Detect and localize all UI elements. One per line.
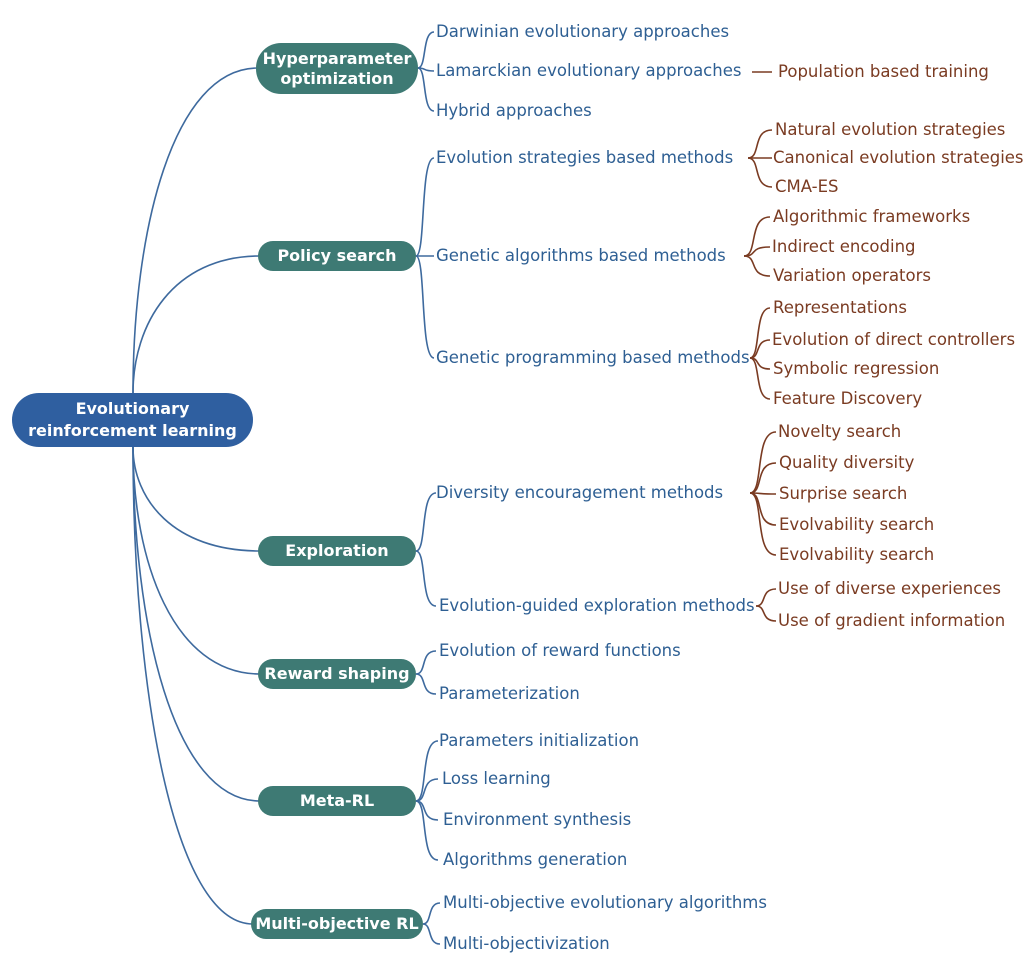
leaf-indirect-encoding: Indirect encoding (772, 237, 916, 256)
leaf-use-of-gradient-information: Use of gradient information (778, 611, 1006, 630)
moo-branch-1 (422, 923, 441, 945)
item-algorithms-generation: Algorithms generation (443, 850, 628, 869)
leaf-evolvability-search-2: Evolvability search (779, 545, 935, 564)
root-connector-4 (132, 446, 261, 802)
egx-branch-1 (755, 605, 777, 622)
meta-branch-1 (415, 778, 439, 802)
policy-branch-2 (415, 255, 435, 359)
item-genetic-programming-based-methods: Genetic programming based methods (436, 348, 750, 367)
item-evolution-of-reward-functions: Evolution of reward functions (439, 641, 681, 660)
moo-branch-0 (422, 902, 441, 925)
item-darwinian-evolutionary-approaches: Darwinian evolutionary approaches (436, 22, 730, 41)
leaf-population-based-training: Population based training (778, 62, 989, 81)
leaf-variation-operators: Variation operators (773, 266, 932, 285)
root-connector-3 (132, 446, 261, 675)
leaf-representations: Representations (773, 298, 907, 317)
category-multi-objective-rl: Multi-objective RL (251, 909, 423, 939)
item-multi-objective-evolutionary-algorithms: Multi-objective evolutionary algorithms (443, 893, 767, 912)
root-node: Evolutionary reinforcement learning (12, 393, 253, 447)
gp-branch-0 (749, 307, 771, 359)
item-environment-synthesis: Environment synthesis (443, 810, 632, 829)
category-hyperparameter-optimization: Hyperparameter optimization (256, 43, 418, 94)
category-exploration: Exploration (258, 536, 416, 566)
item-genetic-algorithms-based-methods: Genetic algorithms based methods (436, 246, 726, 265)
item-evolution-guided-exploration-methods: Evolution-guided exploration methods (439, 596, 755, 615)
leaf-use-of-diverse-experiences: Use of diverse experiences (778, 579, 1002, 598)
item-multi-objectivization: Multi-objectivization (443, 934, 610, 953)
meta-branch-3 (415, 800, 439, 861)
div-branch-1 (749, 462, 777, 494)
reward-branch-0 (415, 650, 437, 675)
ga-branch-0 (743, 216, 771, 257)
root-connector-0 (132, 67, 259, 394)
leaf-symbolic-regression: Symbolic regression (773, 359, 940, 378)
leaf-algorithmic-frameworks: Algorithmic frameworks (773, 207, 971, 226)
root-connector-2 (132, 446, 261, 552)
item-parameters-initialization: Parameters initialization (439, 731, 640, 750)
es-branch-0 (747, 129, 773, 159)
item-hybrid-approaches: Hybrid approaches (436, 101, 592, 120)
div-branch-4 (749, 492, 777, 556)
category-reward-shaping: Reward shaping (258, 659, 416, 689)
root-connector-5 (132, 446, 254, 925)
gp-branch-3 (749, 357, 771, 400)
hyper-branch-2 (417, 67, 435, 112)
leaf-cma-es: CMA-ES (775, 177, 839, 196)
leaf-feature-discovery: Feature Discovery (773, 389, 923, 408)
hyper-branch-0 (417, 31, 435, 69)
item-diversity-encouragement-methods: Diversity encouragement methods (436, 483, 724, 502)
leaf-evolution-of-direct-controllers: Evolution of direct controllers (772, 330, 1016, 349)
div-branch-0 (749, 431, 777, 494)
leaf-evolvability-search-1: Evolvability search (779, 515, 935, 534)
reward-branch-1 (415, 673, 437, 695)
leaf-natural-evolution-strategies: Natural evolution strategies (775, 120, 1006, 139)
explore-branch-1 (415, 550, 437, 607)
root-connector-1 (132, 255, 261, 394)
explore-branch-0 (415, 492, 437, 552)
es-branch-2 (747, 157, 773, 188)
item-lamarckian-evolutionary-approaches: Lamarckian evolutionary approaches (436, 61, 742, 80)
ga-branch-2 (743, 255, 771, 277)
leaf-quality-diversity: Quality diversity (779, 453, 915, 472)
leaf-canonical-evolution-strategies: Canonical evolution strategies (773, 148, 1024, 167)
category-meta-rl: Meta-RL (258, 786, 416, 816)
leaf-surprise-search: Surprise search (779, 484, 908, 503)
item-loss-learning: Loss learning (442, 769, 551, 788)
item-evolution-strategies-based-methods: Evolution strategies based methods (436, 148, 734, 167)
category-policy-search: Policy search (258, 241, 416, 271)
item-parameterization: Parameterization (439, 684, 580, 703)
egx-branch-0 (755, 588, 777, 607)
policy-branch-0 (415, 157, 435, 257)
div-branch-3 (749, 492, 777, 526)
leaf-novelty-search: Novelty search (778, 422, 902, 441)
meta-branch-0 (415, 740, 439, 802)
